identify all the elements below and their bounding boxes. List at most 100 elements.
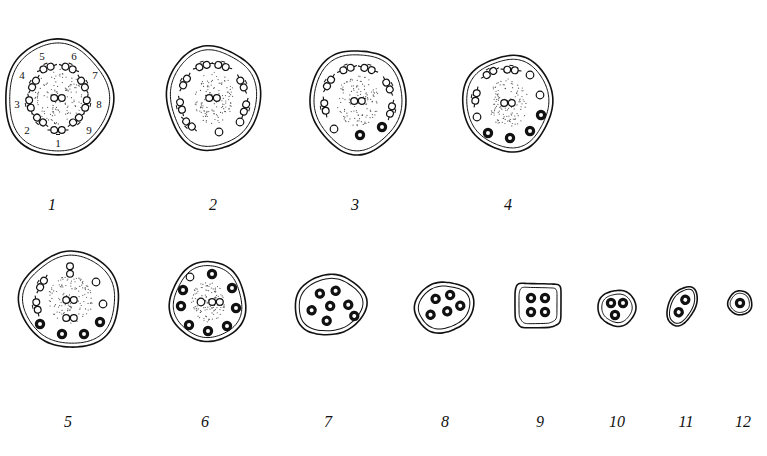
bundle-tick: [391, 82, 393, 86]
xylem-vessel: [473, 89, 481, 97]
closed-bundle: [736, 299, 743, 306]
stipple-dot: [54, 78, 55, 79]
stipple-dot: [90, 290, 91, 291]
stipple-dot: [340, 111, 341, 112]
stipple-dot: [526, 94, 527, 95]
xylem-vessel: [67, 270, 74, 277]
stipple-dot: [364, 77, 365, 78]
bundle-tick: [69, 63, 73, 64]
bundle-tick: [323, 89, 325, 92]
bundle-tick: [82, 113, 84, 115]
bundle-tick: [481, 77, 484, 79]
stipple-dot: [217, 286, 218, 287]
stipple-dot: [209, 308, 210, 309]
closed-bundle: [58, 330, 65, 337]
stipple-dot: [345, 120, 346, 121]
stipple-dot: [214, 310, 215, 311]
vascular-bundle: [351, 98, 365, 105]
bundle-tick: [509, 65, 513, 66]
cortex-outline: [467, 59, 549, 148]
cortex-outline: [602, 294, 632, 323]
bundle-tick: [344, 64, 348, 65]
xylem-vessel: [367, 66, 376, 75]
stipple-dot: [213, 314, 214, 315]
stipple-dot: [76, 92, 77, 93]
stipple-dot: [87, 285, 88, 286]
closed-bundle: [232, 304, 239, 311]
xylem-vessel: [83, 96, 91, 104]
stipple-dot: [353, 90, 354, 91]
stipple-dot: [41, 116, 42, 117]
stem-section: [515, 283, 561, 328]
stipple-dot: [208, 290, 209, 291]
stipple-dot: [196, 110, 197, 111]
stipple-dot: [59, 75, 60, 76]
closed-bundle: [527, 294, 534, 301]
stipple-dot: [49, 300, 50, 301]
stipple-dot: [48, 119, 49, 120]
xylem-vessel: [61, 62, 70, 71]
vascular-bundle: [178, 114, 199, 134]
vascular-bundle: [380, 75, 396, 97]
epidermis-outline: [169, 262, 246, 342]
stipple-dot: [497, 93, 498, 94]
stipple-dot: [37, 93, 38, 94]
stipple-dot: [65, 285, 66, 286]
figure-number: 3: [351, 197, 359, 213]
closed-bundle: [526, 127, 533, 134]
vascular-bundle: [75, 73, 92, 95]
stipple-dot: [52, 293, 53, 294]
stipple-dot: [219, 83, 220, 84]
vascular-bundle: [66, 111, 87, 130]
stipple-dot: [498, 96, 499, 97]
vascular-bundle: [179, 286, 186, 293]
stipple-dot: [230, 103, 231, 104]
vascular-bundle: [674, 307, 684, 317]
bundle-number: 9: [86, 125, 92, 136]
stipple-dot: [518, 88, 519, 89]
stipple-dot: [358, 120, 359, 121]
stipple-dot: [514, 119, 515, 120]
stipple-dot: [496, 106, 497, 107]
stipple-dot: [82, 283, 83, 284]
stipple-dot: [217, 317, 218, 318]
stipple-dot: [354, 106, 355, 107]
stipple-dot: [358, 114, 359, 115]
stipple-dot: [200, 312, 201, 313]
pith-stipple: [49, 277, 93, 324]
closed-bundle: [316, 289, 324, 297]
stipple-dot: [206, 91, 207, 92]
stipple-dot: [230, 89, 231, 90]
stipple-dot: [524, 115, 525, 116]
bundle-tick: [193, 68, 196, 70]
bundle-tick: [54, 64, 57, 65]
stipple-dot: [230, 106, 231, 107]
stipple-dot: [497, 94, 498, 95]
stipple-dot: [215, 309, 216, 310]
stipple-dot: [77, 321, 78, 322]
stipple-dot: [78, 301, 79, 302]
stipple-dot: [65, 90, 66, 91]
stipple-dot: [54, 122, 55, 123]
bundle-number: 3: [14, 99, 20, 110]
stipple-dot: [56, 291, 57, 292]
stipple-dot: [216, 297, 217, 298]
stem-section: [598, 290, 636, 326]
stipple-dot: [351, 111, 352, 112]
stipple-dot: [346, 113, 347, 114]
open-bundle: [92, 278, 100, 286]
epidermis-outline: [515, 283, 561, 328]
vascular-bundle: [484, 129, 491, 136]
stipple-dot: [505, 88, 506, 89]
stipple-dot: [496, 101, 497, 102]
figure-number: 11: [679, 414, 694, 430]
stipple-dot: [212, 80, 213, 81]
bundle-tick: [77, 122, 80, 125]
stipple-dot: [494, 109, 495, 110]
open-bundle: [236, 118, 244, 126]
stipple-dot: [353, 88, 354, 89]
vascular-bundle: [33, 273, 50, 295]
stipple-dot: [80, 280, 81, 281]
stipple-dot: [206, 112, 207, 113]
stipple-dot: [65, 87, 66, 88]
